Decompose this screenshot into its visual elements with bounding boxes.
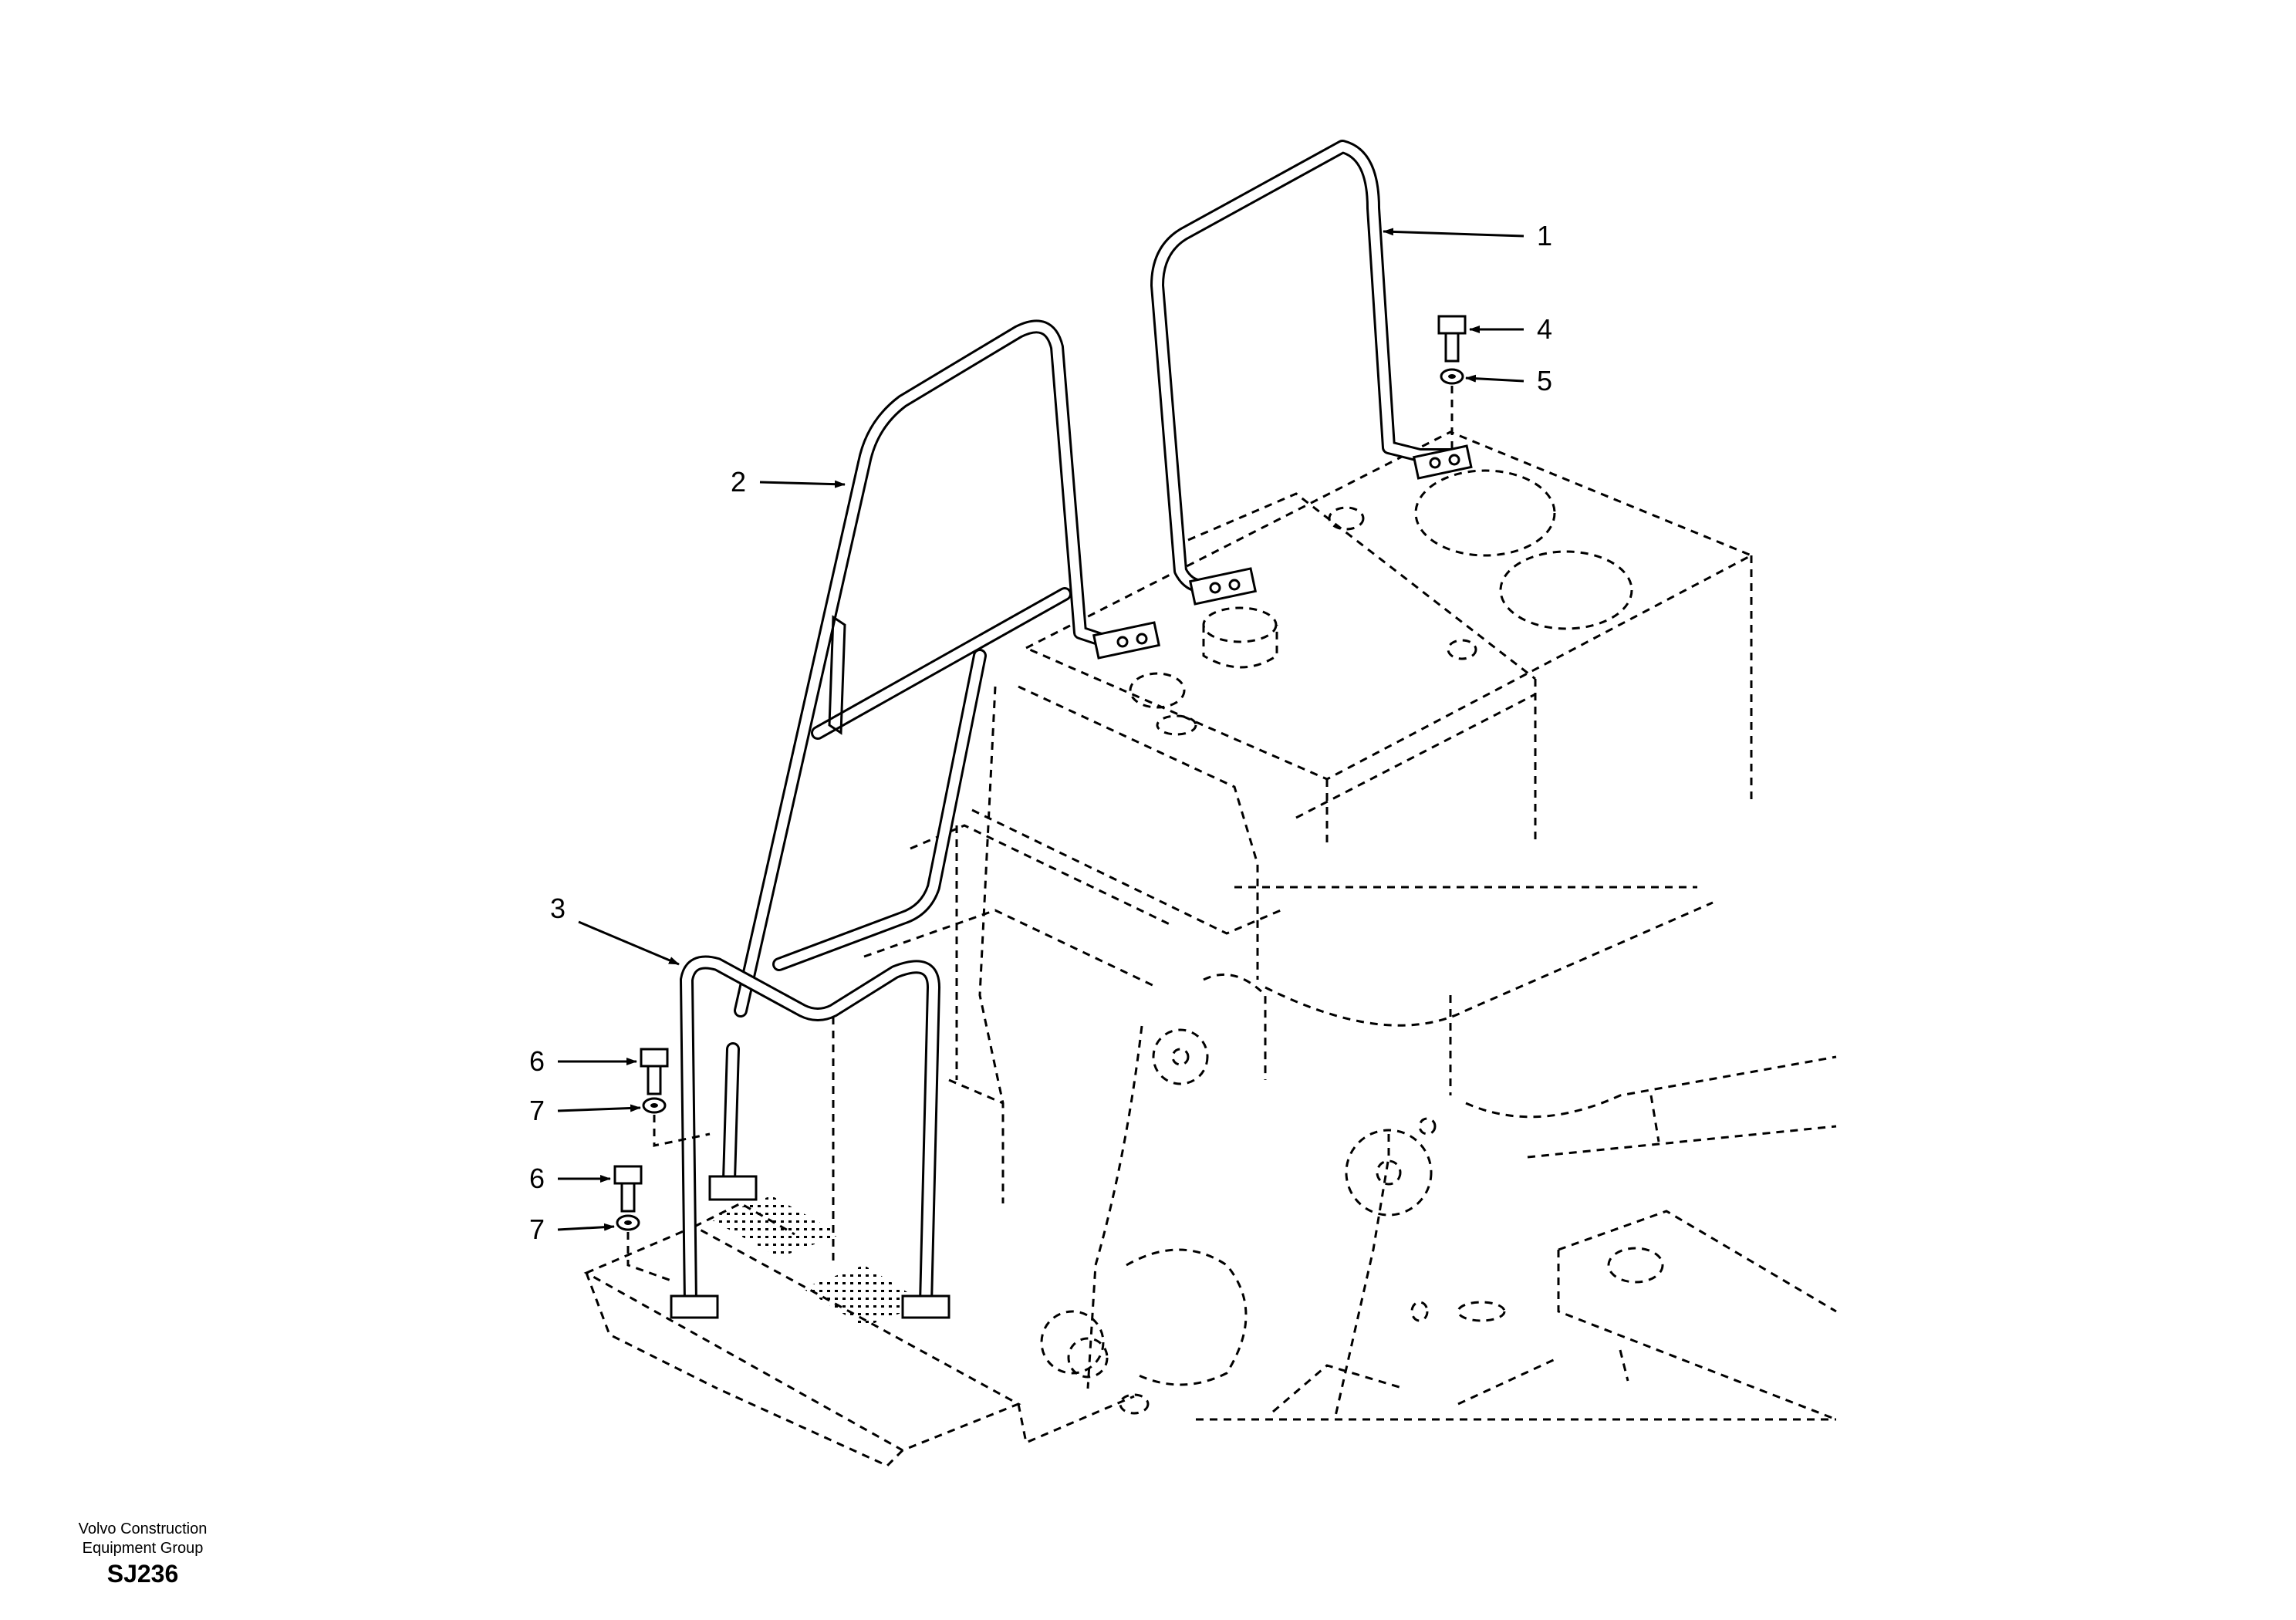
callout-1: 1 xyxy=(1383,220,1552,251)
railing-part-2 xyxy=(734,319,1161,1018)
company-name: Volvo Construction Equipment Group xyxy=(46,1520,239,1558)
callout-2: 2 xyxy=(731,466,846,498)
bolt-6b xyxy=(613,1165,643,1213)
bolt-6a xyxy=(640,1048,669,1095)
callout-label-3: 3 xyxy=(550,893,566,924)
callout-7a: 7 xyxy=(529,1095,641,1126)
machine-body-outline xyxy=(583,430,1837,1467)
callout-label-7b: 7 xyxy=(529,1213,545,1245)
drawing-code: SJ236 xyxy=(106,1560,179,1588)
callout-label-4: 4 xyxy=(1537,313,1552,345)
callout-label-2: 2 xyxy=(731,466,746,498)
washer-7a xyxy=(642,1097,711,1147)
callout-label-6a: 6 xyxy=(529,1045,545,1077)
washer-5 xyxy=(1440,368,1464,455)
company-line-1: Volvo Construction xyxy=(78,1520,208,1537)
railing-part-1 xyxy=(1150,140,1473,606)
callout-6b: 6 xyxy=(529,1163,611,1194)
callout-5: 5 xyxy=(1465,365,1552,397)
callout-4: 4 xyxy=(1469,313,1552,345)
step-tread-plates xyxy=(710,1196,926,1327)
callout-6a: 6 xyxy=(529,1045,637,1077)
callout-label-1: 1 xyxy=(1537,220,1552,251)
callout-label-6b: 6 xyxy=(529,1163,545,1194)
callout-label-5: 5 xyxy=(1537,365,1552,397)
callout-7b: 7 xyxy=(529,1213,615,1245)
railing-part-3 xyxy=(670,955,950,1319)
callout-label-7a: 7 xyxy=(529,1095,545,1126)
company-line-2: Equipment Group xyxy=(82,1540,204,1557)
washer-7b xyxy=(616,1214,672,1282)
bolt-4 xyxy=(1437,315,1467,363)
callout-3: 3 xyxy=(550,893,680,966)
